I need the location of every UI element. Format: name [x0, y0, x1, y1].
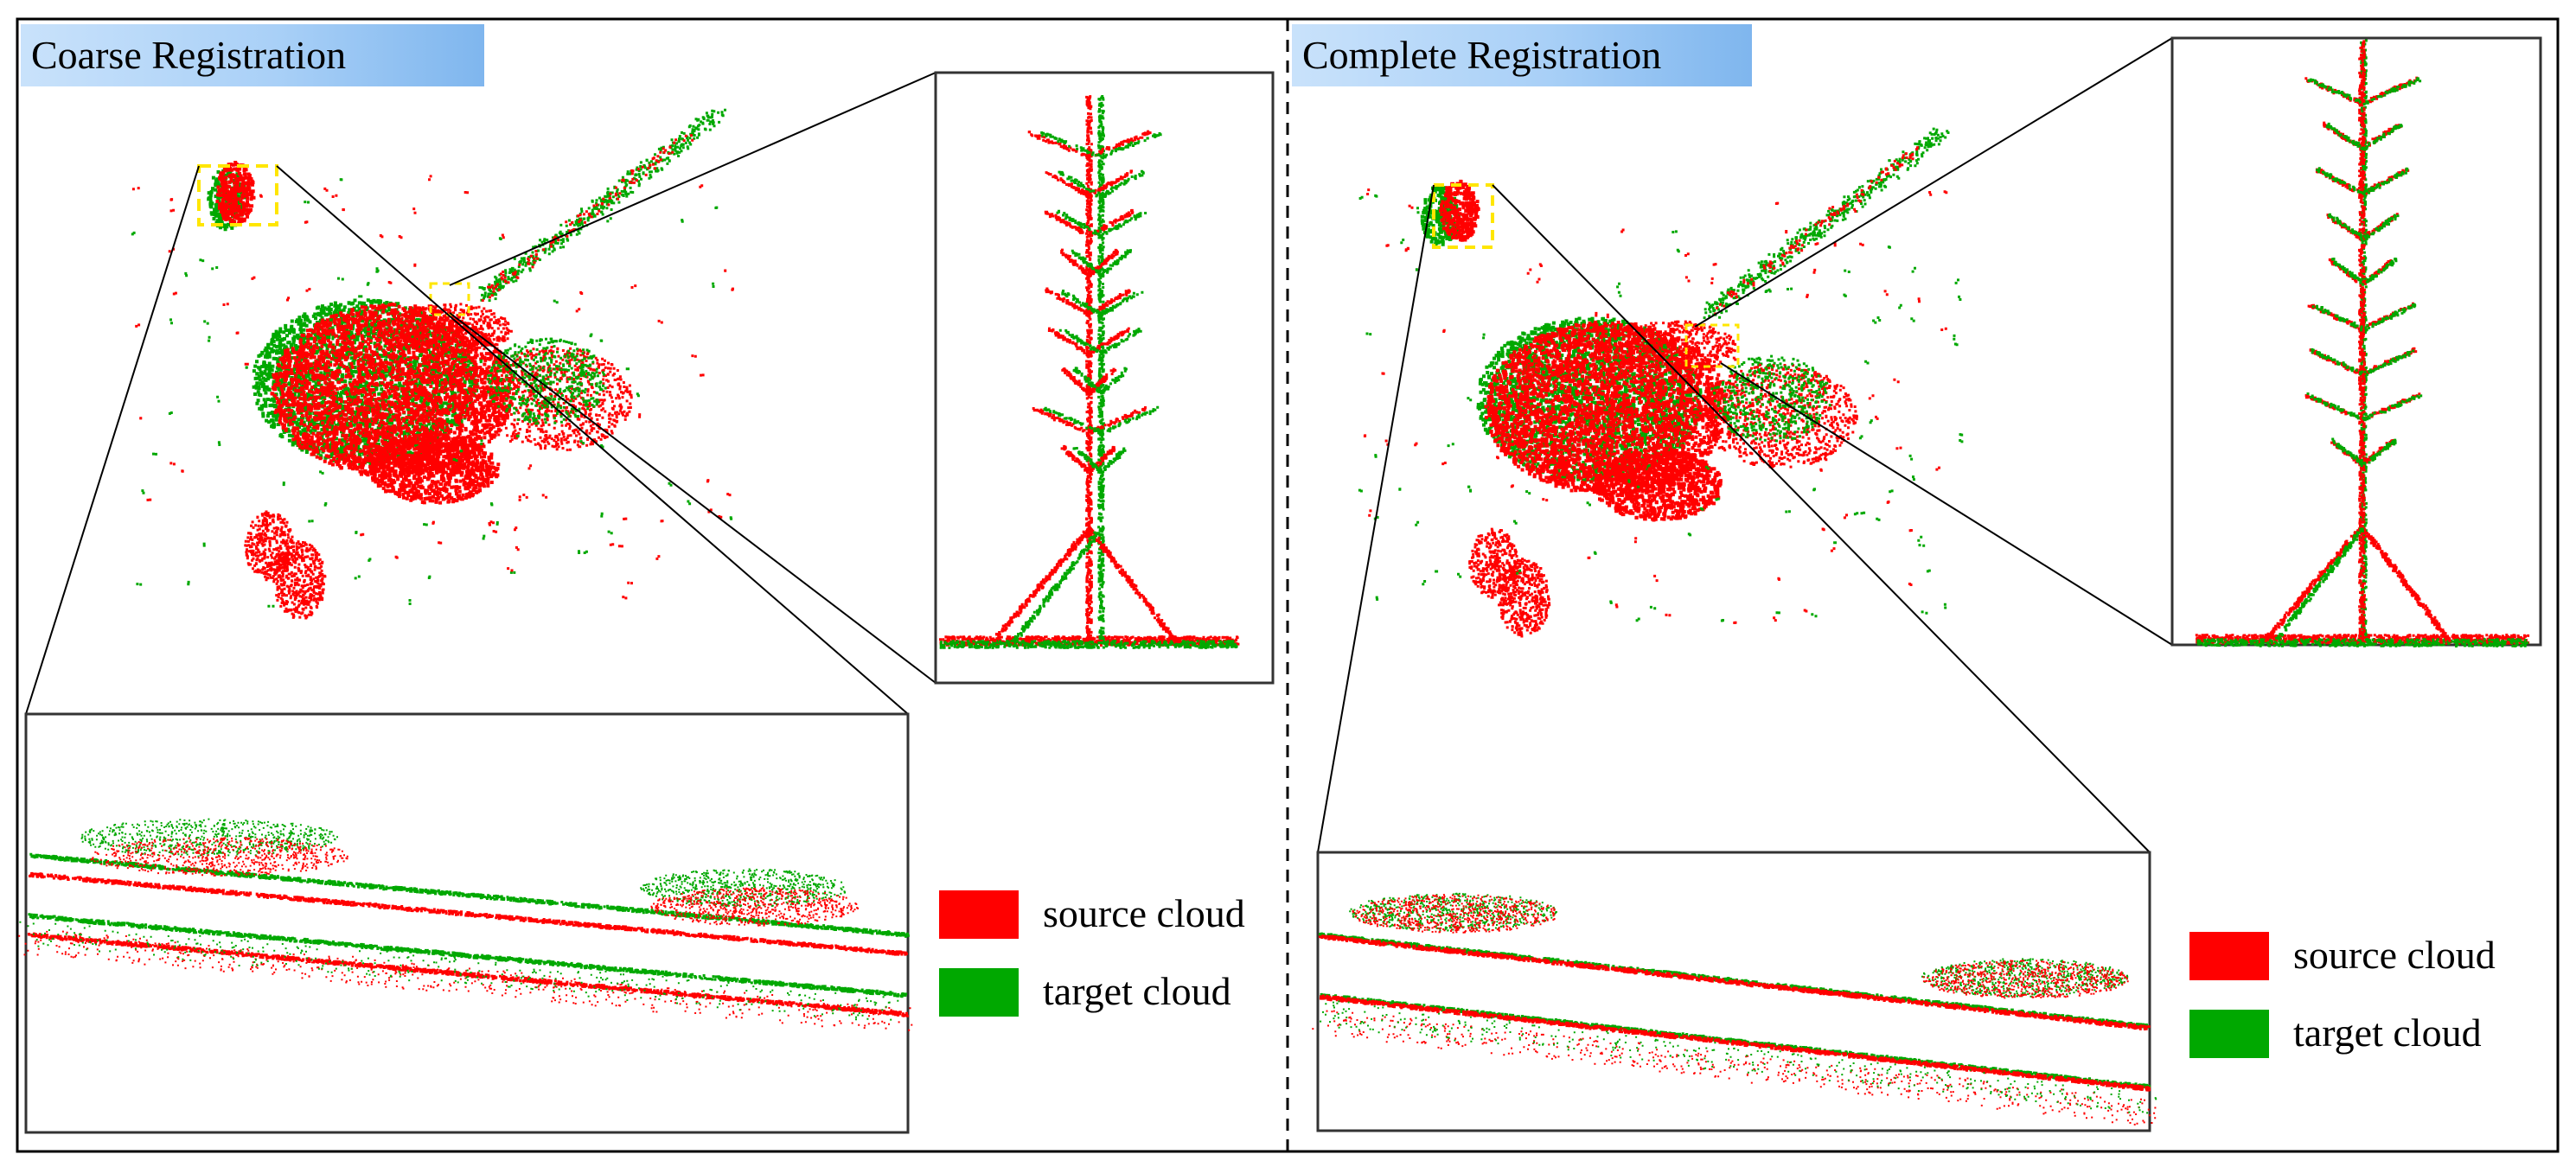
complete-tree-inset [2170, 36, 2542, 647]
target-label: target cloud [2293, 1011, 2482, 1055]
target-label: target cloud [1043, 969, 1231, 1013]
coarse-road-cloud [18, 818, 913, 1031]
coarse-zoom-line [276, 165, 909, 715]
source-swatch [939, 890, 1019, 939]
complete-panel [1312, 36, 2542, 1132]
complete-highlight-box-tree [1684, 323, 1740, 368]
coarse-panel-title: Coarse Registration [21, 24, 484, 86]
complete-overview-cloud [1358, 127, 1964, 638]
complete-panel-title: Complete Registration [1292, 24, 1752, 86]
target-swatch [939, 968, 1019, 1017]
complete-zoom-line [1317, 184, 1435, 853]
coarse-zoom-line [25, 165, 200, 715]
source-swatch [2189, 932, 2269, 980]
coarse-overview-cloud [131, 108, 734, 620]
complete-road-cloud [1312, 892, 2157, 1126]
coarse-panel [18, 71, 1275, 1134]
complete-zoom-line [1694, 37, 2173, 328]
coarse-tree-cloud [939, 95, 1240, 649]
complete-road-inset [1316, 851, 2151, 1132]
target-swatch [2189, 1010, 2269, 1058]
coarse-zoom-line [449, 72, 936, 286]
coarse-zoom-line [449, 312, 936, 684]
source-label: source cloud [1043, 891, 1245, 935]
complete-highlight-box-building [1432, 183, 1494, 249]
source-label: source cloud [2293, 933, 2496, 977]
complete-tree-cloud [2195, 39, 2530, 647]
coarse-highlight-box-building [197, 164, 278, 226]
complete-zoom-line [1720, 362, 2173, 646]
complete-zoom-line [1492, 184, 2151, 853]
